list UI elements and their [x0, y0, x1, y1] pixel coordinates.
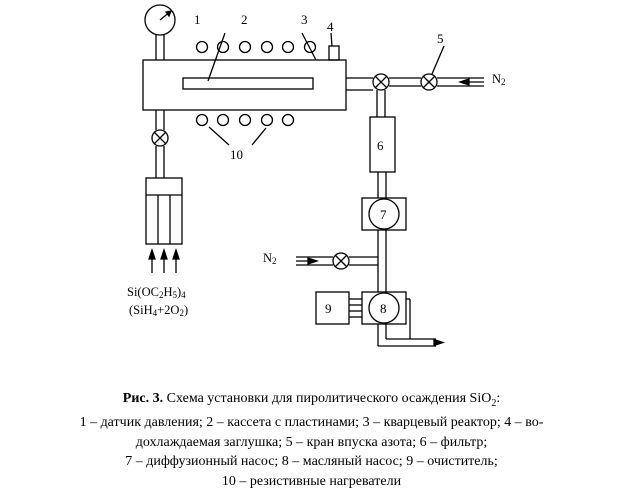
label-4: 4: [327, 19, 334, 34]
source-label-silane: (SiH4+2O2): [129, 303, 188, 318]
pressure-gauge: [144, 4, 176, 60]
nitrogen-valve: [420, 73, 438, 91]
oil-pump-housing: [361, 291, 407, 325]
diffusion-pump: [368, 198, 400, 230]
n2-label-left: N2: [263, 251, 277, 266]
label-7: 7: [380, 207, 387, 222]
part-labels: 1 2 3 4 5 6 7 8 9 10: [194, 12, 444, 316]
figure-number: Рис. 3.: [122, 391, 164, 406]
caption-title: Рис. 3. Схема установки для пиролитическ…: [122, 391, 501, 409]
source-arrows: [148, 247, 180, 273]
label-10: 10: [230, 147, 243, 162]
quartz-reactor: [142, 59, 347, 111]
oil-pump: [368, 292, 400, 324]
label-8: 8: [380, 301, 387, 316]
label-1: 1: [194, 12, 201, 27]
outlet-valve: [372, 73, 390, 91]
exhaust-arrow: [433, 338, 446, 347]
source-vessel: [145, 177, 183, 245]
heaters-bottom: [195, 113, 295, 127]
diffusion-pump-housing: [361, 197, 407, 231]
caption-line: дохлаждаемая заглушка; 5 – кран впуска а…: [135, 434, 488, 450]
heaters-top: [195, 40, 317, 54]
label-2: 2: [241, 12, 248, 27]
n2-left-valve: [332, 252, 350, 270]
caption-line: 1 – датчик давления; 2 – кассета с пласт…: [79, 415, 544, 431]
purifier: [315, 291, 350, 325]
label-3: 3: [301, 12, 308, 27]
n2-left-arrow: [296, 257, 320, 265]
source-label-teos: Si(OC2H5)4: [127, 285, 186, 300]
label-6: 6: [377, 138, 384, 153]
caption-line: 10 – резистивные нагреватели: [221, 473, 402, 489]
n2-inlet-arrow: [457, 78, 484, 86]
wafer-cassette: [182, 77, 314, 90]
filter: [369, 116, 396, 173]
source-valve: [151, 129, 169, 147]
setup-schematic: 1 2 3 4 5 6 7 8 9 10 N2 N2 Si(OC2H5)4 (S…: [127, 4, 506, 347]
water-cooled-plug: [328, 45, 340, 61]
label-9: 9: [325, 301, 332, 316]
caption-line: 7 – диффузионный насос; 8 – масляный нас…: [125, 454, 498, 470]
figure-caption: Рис. 3. Схема установки для пиролитическ…: [0, 389, 623, 491]
label-5: 5: [437, 31, 444, 46]
n2-label-right: N2: [492, 72, 506, 87]
